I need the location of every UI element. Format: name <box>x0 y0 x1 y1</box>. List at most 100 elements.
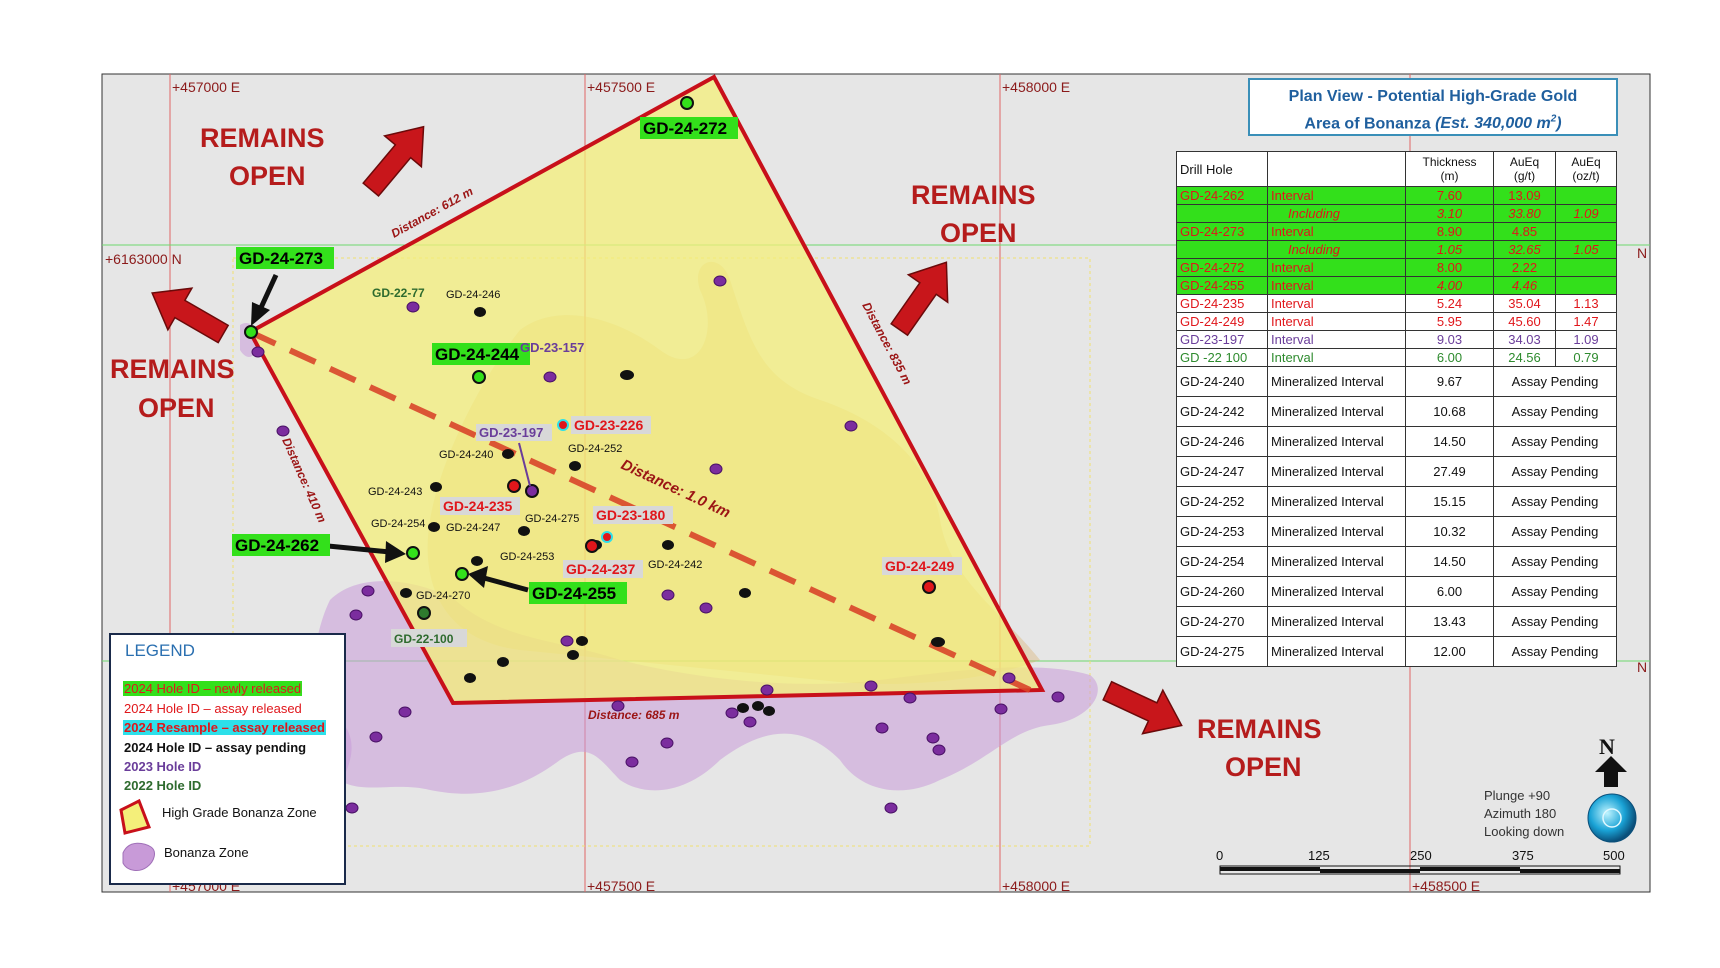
label-gd24247: GD-24-247 <box>446 522 500 534</box>
th-aueq-gt-2: (g/t) <box>1513 169 1536 183</box>
map-title-estimate-sup: 2 <box>1550 114 1557 125</box>
view-globe-inner-icon <box>1602 808 1622 828</box>
map-title-box: Plan View - Potential High-Grade Gold Ar… <box>1248 78 1618 136</box>
cell-type: Mineralized Interval <box>1267 396 1406 427</box>
label-gd24242: GD-24-242 <box>648 559 702 571</box>
black-collars <box>400 307 945 716</box>
cell-pending: Assay Pending <box>1493 546 1617 577</box>
label-gd24243: GD-24-243 <box>368 486 422 498</box>
collar-gd24249 <box>922 580 936 594</box>
north-arrow-icon <box>1595 756 1627 787</box>
cell-gt: 13.09 <box>1493 186 1556 205</box>
cell-ozt <box>1555 186 1617 205</box>
remains-open-w-line2: OPEN <box>138 393 215 423</box>
remains-open-nw-line2: OPEN <box>229 161 306 191</box>
label-bg-gd24255 <box>529 582 627 604</box>
cell-gt: 35.04 <box>1493 294 1556 313</box>
purple-collars <box>251 275 1065 814</box>
cell-hole: GD-24-273 <box>1176 222 1268 241</box>
cell-hole: GD-24-253 <box>1176 516 1268 547</box>
look-azimuth: Azimuth 180 <box>1484 806 1556 821</box>
scale-t250: 250 <box>1410 848 1432 863</box>
cell-ozt: 0.79 <box>1555 348 1617 367</box>
remains-open-arrows <box>151 125 1183 735</box>
coord-n6163000-left: +6163000 N <box>105 251 182 267</box>
cell-type: Interval <box>1267 330 1406 349</box>
collar-gd24255 <box>455 567 469 581</box>
cell-type: Interval <box>1267 348 1406 367</box>
label-bg-gd24237 <box>563 560 643 578</box>
coord-e457000-top: +457000 E <box>172 79 240 95</box>
coord-e458500-bottom: +458500 E <box>1412 878 1480 894</box>
remains-open-ne-line2: OPEN <box>940 218 1017 248</box>
th-thickness-2: (m) <box>1440 169 1459 183</box>
cell-thickness: 10.32 <box>1405 516 1494 547</box>
label-gd24270: GD-24-270 <box>416 590 470 602</box>
cell-gt: 4.85 <box>1493 222 1556 241</box>
cell-type: Interval <box>1267 186 1406 205</box>
legend-item-bonanza: Bonanza Zone <box>164 845 249 860</box>
cell-pending: Assay Pending <box>1493 606 1617 637</box>
cell-ozt <box>1555 276 1617 295</box>
collar-gd24273 <box>244 325 258 339</box>
cell-type: Mineralized Interval <box>1267 546 1406 577</box>
cell-thickness: 9.03 <box>1405 330 1494 349</box>
high-grade-zone <box>247 74 1046 706</box>
cell-type: Mineralized Interval <box>1267 576 1406 607</box>
label-gd24262: GD-24-262 <box>235 536 319 555</box>
collar-gd23197 <box>525 484 539 498</box>
cell-gt: 24.56 <box>1493 348 1556 367</box>
cell-ozt: 1.09 <box>1555 204 1617 223</box>
scale-bar <box>1219 865 1621 875</box>
remains-open-se-line2: OPEN <box>1225 752 1302 782</box>
north-label: N <box>1599 734 1615 759</box>
label-gd24237: GD-24-237 <box>566 561 635 577</box>
th-drill-hole: Drill Hole <box>1176 151 1268 187</box>
th-thickness: Thickness(m) <box>1405 151 1494 187</box>
cell-type: Mineralized Interval <box>1267 366 1406 397</box>
scale-t500: 500 <box>1603 848 1625 863</box>
label-gd24255: GD-24-255 <box>532 584 616 603</box>
label-gd23226: GD-23-226 <box>574 417 643 433</box>
label-gd24246: GD-24-246 <box>446 289 500 301</box>
cell-thickness: 8.00 <box>1405 258 1494 277</box>
remains-open-ne-line1: REMAINS <box>911 180 1036 210</box>
collar-gd24235 <box>507 479 521 493</box>
look-plunge: Plunge +90 <box>1484 788 1550 803</box>
label-gd22100: GD-22-100 <box>394 632 454 646</box>
map-title-estimate-text: (Est. 340,000 m <box>1435 115 1551 133</box>
collar-gd24244 <box>472 370 486 384</box>
distance-685-label: Distance: 685 m <box>588 708 680 722</box>
high-grade-swatch-icon <box>119 798 152 835</box>
cell-hole <box>1176 204 1268 223</box>
cell-hole: GD-24-246 <box>1176 426 1268 457</box>
label-gd23157: GD-23-157 <box>520 340 584 355</box>
cell-pending: Assay Pending <box>1493 516 1617 547</box>
cell-type: Interval <box>1267 258 1406 277</box>
cell-type: Mineralized Interval <box>1267 426 1406 457</box>
cell-hole: GD-24-249 <box>1176 312 1268 331</box>
label-gd24249: GD-24-249 <box>885 558 954 574</box>
cell-pending: Assay Pending <box>1493 486 1617 517</box>
cell-hole: GD-24-240 <box>1176 366 1268 397</box>
cell-ozt: 1.13 <box>1555 294 1617 313</box>
gd23197-leader <box>518 442 531 487</box>
th-blank <box>1267 151 1406 187</box>
cell-thickness: 3.10 <box>1405 204 1494 223</box>
cell-hole: GD-24-272 <box>1176 258 1268 277</box>
coord-e457500-top: +457500 E <box>587 79 655 95</box>
cell-hole: GD-24-262 <box>1176 186 1268 205</box>
label-gd24235: GD-24-235 <box>443 498 512 514</box>
cell-hole: GD-23-197 <box>1176 330 1268 349</box>
drill-results-table: Drill Hole Thickness(m) AuEq(g/t) AuEq(o… <box>1176 151 1617 667</box>
cell-hole: GD-24-252 <box>1176 486 1268 517</box>
cell-thickness: 6.00 <box>1405 576 1494 607</box>
legend-item-newly-released: 2024 Hole ID – newly released <box>123 681 303 696</box>
